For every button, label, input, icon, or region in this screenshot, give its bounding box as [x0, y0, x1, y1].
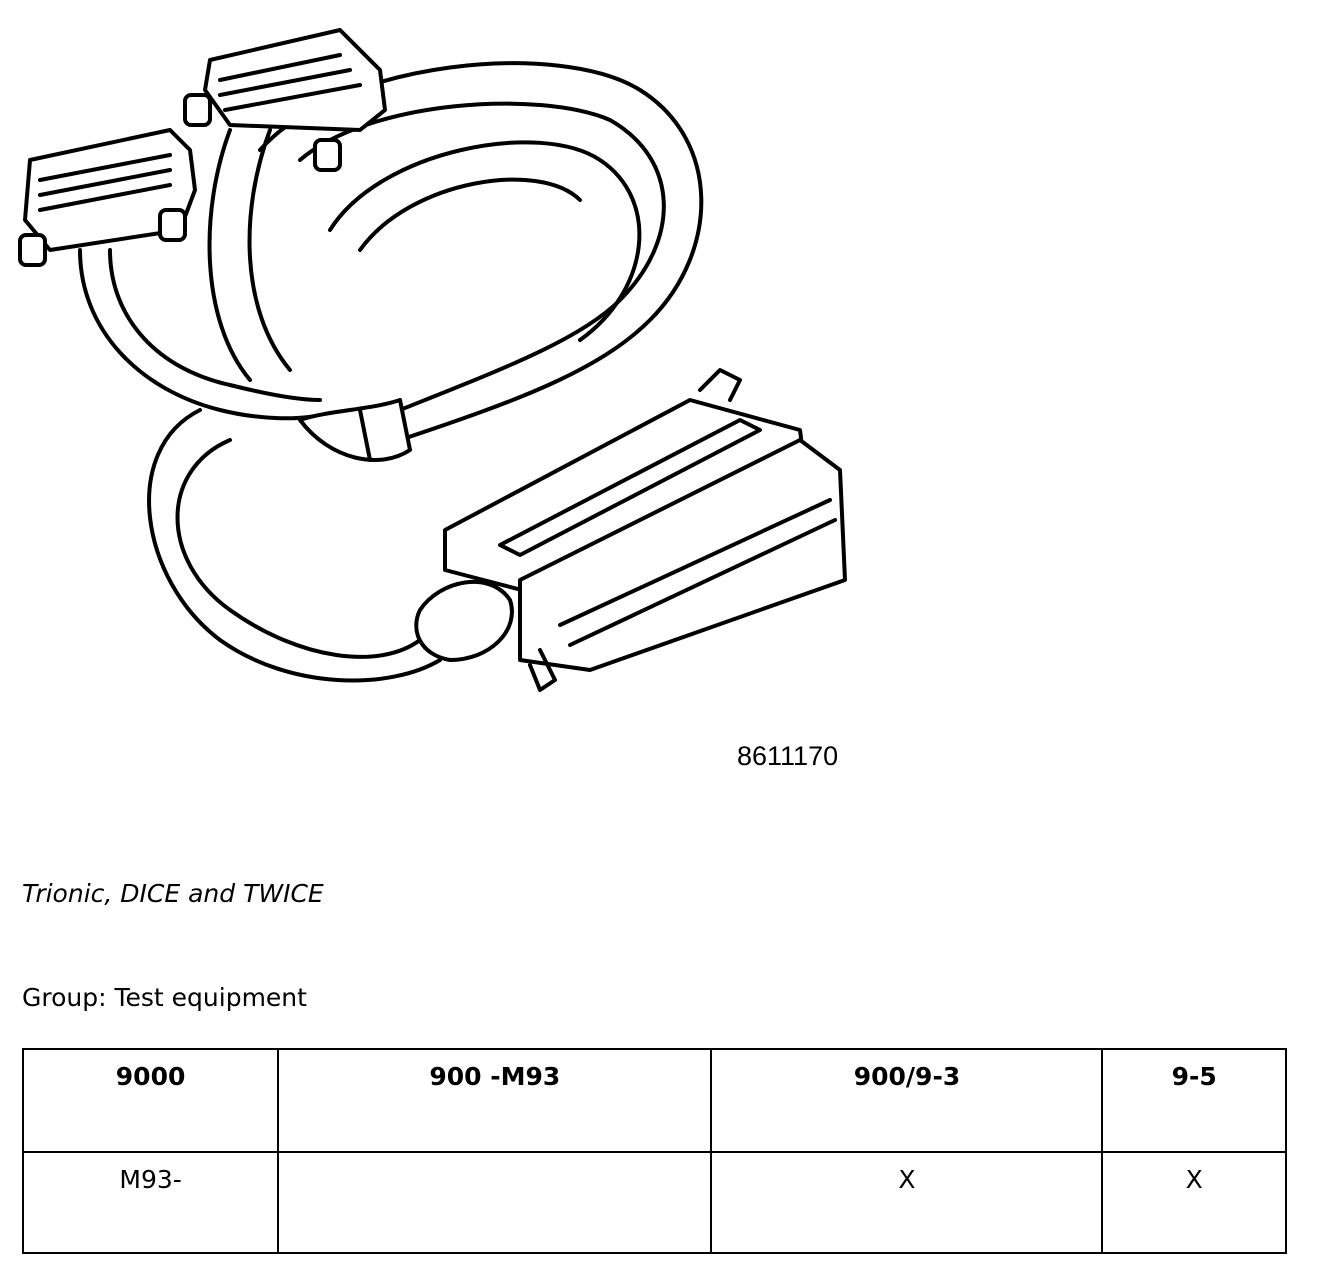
- table-header-row: 9000 900 -M93 900/9-3 9-5: [21, 1048, 1287, 1153]
- cell-900-m93: [277, 1151, 713, 1254]
- cell-9000: M93-: [21, 1151, 280, 1254]
- application-subtitle: Trionic, DICE and TWICE: [22, 879, 324, 908]
- column-header-900-m93: 900 -M93: [277, 1048, 713, 1153]
- table-row: M93- X X: [21, 1151, 1287, 1254]
- part-number: 8611170: [737, 741, 839, 771]
- cell-9-5: X: [1101, 1151, 1287, 1254]
- column-header-9-5: 9-5: [1101, 1048, 1287, 1153]
- model-applicability-table: 9000 900 -M93 900/9-3 9-5 M93- X X: [21, 1048, 1287, 1254]
- cable-adapter-illustration: [18, 28, 847, 692]
- group-label: Group: Test equipment: [22, 983, 307, 1012]
- column-header-900-9-3: 900/9-3: [710, 1048, 1104, 1153]
- cell-900-9-3: X: [710, 1151, 1104, 1254]
- column-header-9000: 9000: [21, 1048, 280, 1153]
